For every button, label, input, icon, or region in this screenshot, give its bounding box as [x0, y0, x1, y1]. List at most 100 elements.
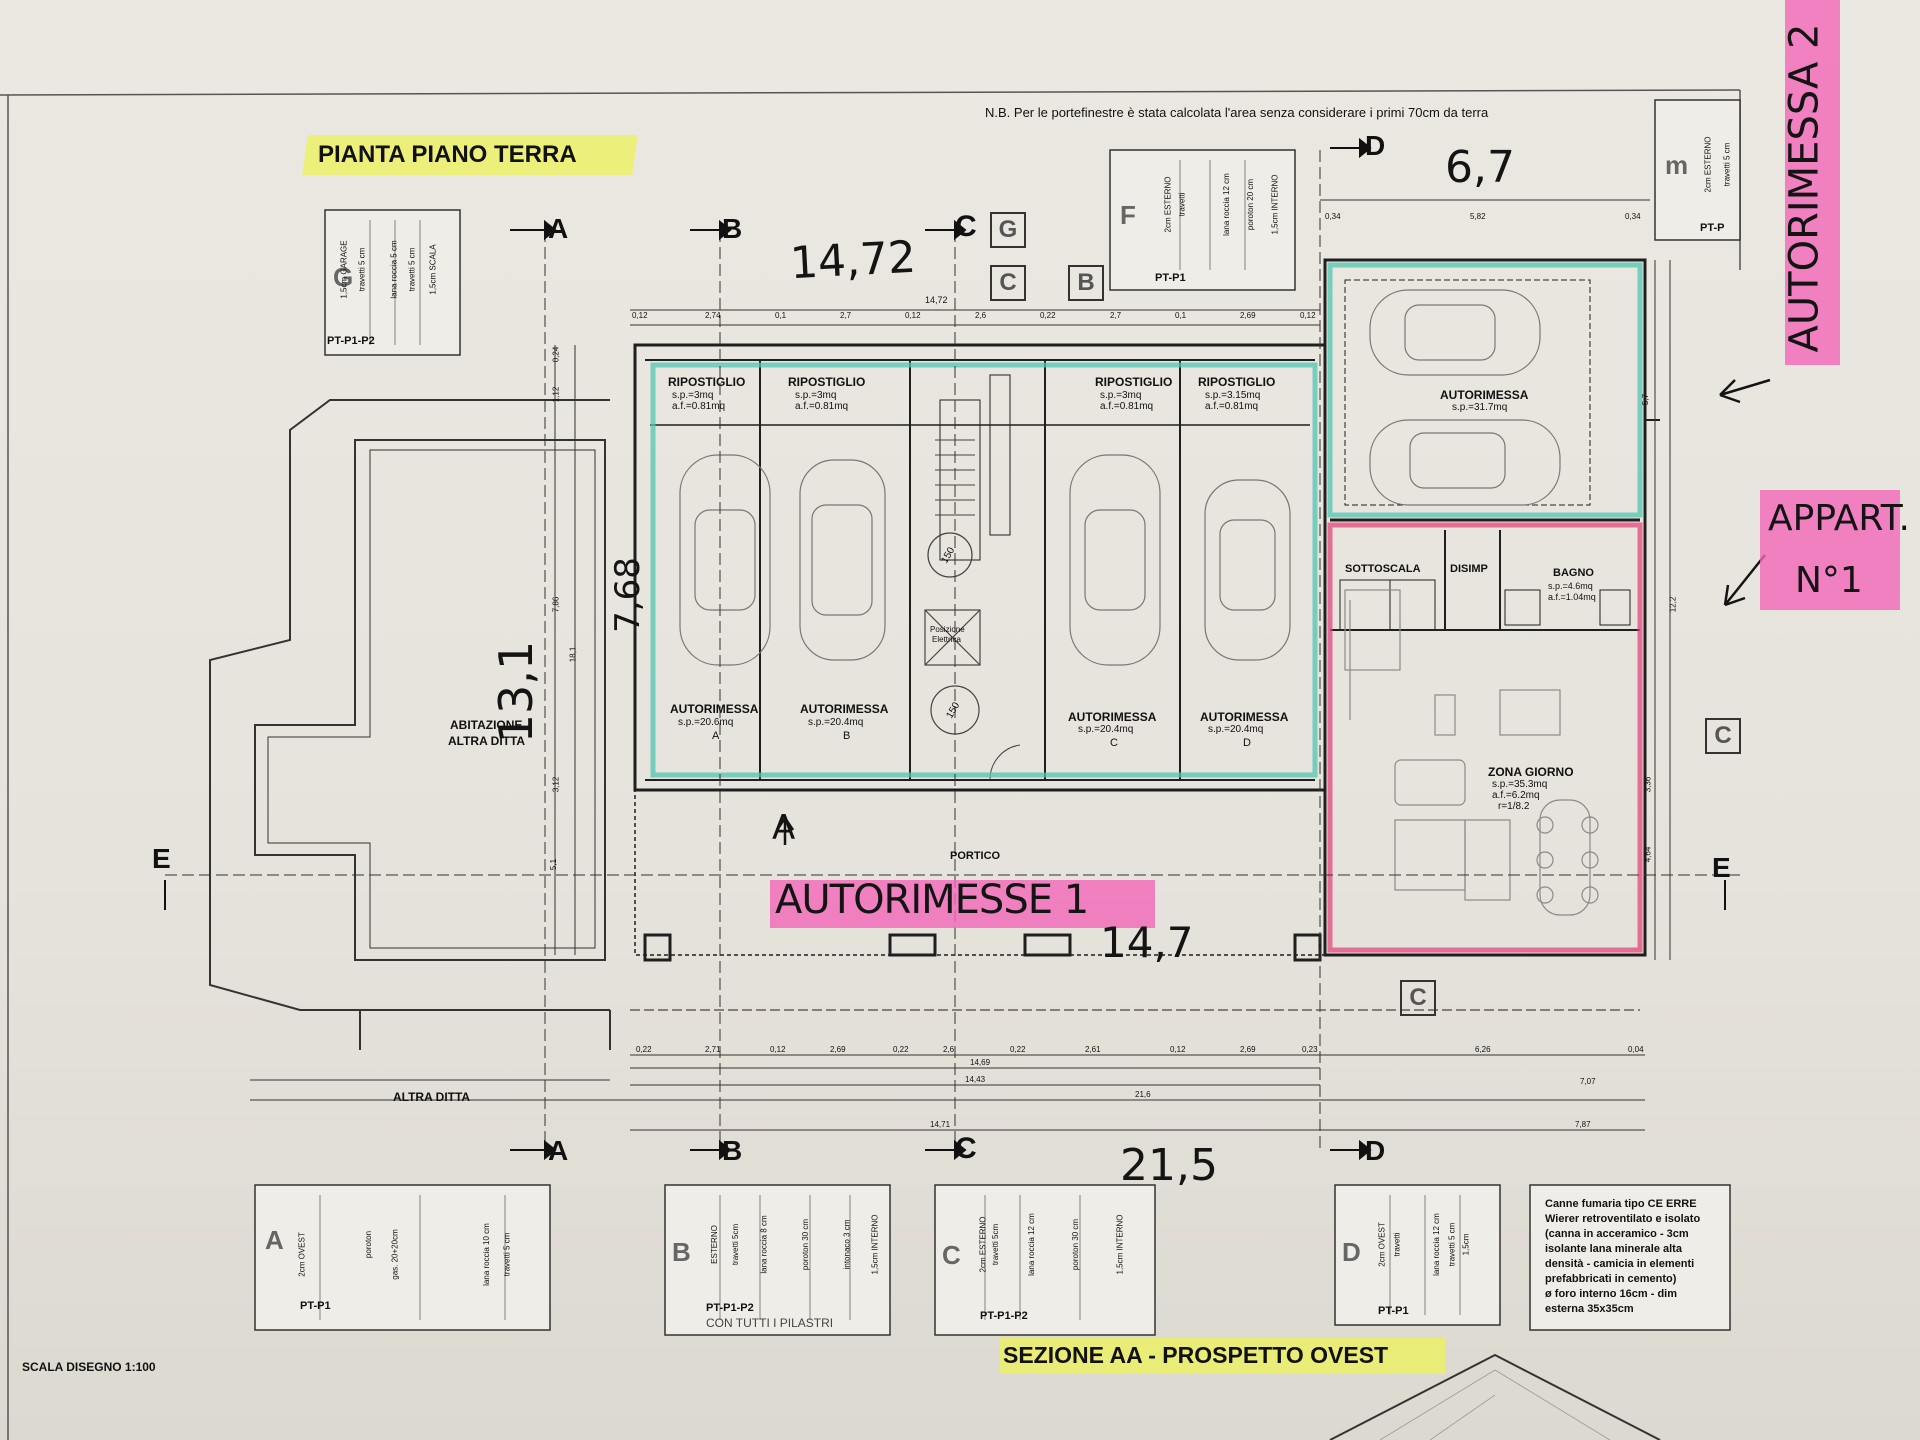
- dim-right-top-0: 0,34: [1325, 212, 1341, 221]
- pink-highlight-autorimessa-1: [770, 880, 1155, 928]
- dim-top-9: 2,69: [1240, 311, 1256, 320]
- legend-b-layer-1: travetti 5cm: [731, 1223, 741, 1266]
- autorimessa-c-letter: C: [1110, 737, 1118, 749]
- legend-d-code: PT-P1: [1378, 1305, 1409, 1317]
- neighbour-building: [209, 399, 611, 1081]
- dim-bottom-total-5: 7,87: [1575, 1120, 1591, 1129]
- stair-features: [924, 439, 1021, 781]
- legend-b-layer-2: lana roccia 8 cm: [759, 1215, 769, 1274]
- legend-m-layer-1: travetti 5 cm: [1722, 142, 1732, 187]
- autorimessa-big-area: s.p.=31.7mq: [1452, 402, 1508, 413]
- yellow-highlight-section: [1000, 1338, 1445, 1374]
- plan-title: PIANTA PIANO TERRA: [318, 141, 577, 168]
- dim-top-6: 0,22: [1040, 311, 1056, 320]
- dim-bottom-10: 0,23: [1302, 1045, 1318, 1054]
- legend-g-letter: G: [333, 262, 354, 292]
- chimney-note-line: esterna 35x35cm: [1545, 1303, 1634, 1315]
- ripostiglio-2-area: s.p.=3mq: [795, 390, 837, 401]
- section-marker-c-top: C: [955, 210, 977, 243]
- dim-bottom-total-6: 6,26: [1475, 1045, 1491, 1054]
- legend-c-layer-1: travetti 5cm: [991, 1223, 1001, 1266]
- roof-sketch: [1329, 1353, 1661, 1440]
- autorimessa-a-area: s.p.=20.6mq: [678, 717, 734, 728]
- legend-d-layer-2: lana roccia 12 cm: [1431, 1213, 1441, 1276]
- abitazione-line-1: ABITAZIONE: [450, 718, 523, 732]
- dim-top-10: 0,12: [1300, 311, 1316, 320]
- dim-right-top-1: 5,82: [1470, 212, 1486, 221]
- marker-c-right: C: [1705, 718, 1741, 754]
- dim-vert-3: 3,12: [551, 776, 561, 793]
- scale-label: SCALA DISEGNO 1:100: [22, 1360, 156, 1374]
- handwritten-appart-line-2: N°1: [1795, 560, 1863, 601]
- legend-c-letter: C: [942, 1240, 961, 1270]
- legend-a-letter: A: [265, 1225, 284, 1255]
- dim-vert-2: 18,1: [568, 646, 578, 663]
- dim-bottom-6: 0,22: [1010, 1045, 1026, 1054]
- dim-bottom-9: 2,69: [1240, 1045, 1256, 1054]
- legend-f-layer-1: travetti: [1177, 192, 1187, 217]
- legend-d-letter: D: [1342, 1237, 1361, 1267]
- dim-vert-7: 12,2: [1668, 596, 1678, 613]
- autorimessa-b-letter: B: [843, 730, 851, 742]
- roof-hatch: [1379, 1369, 1611, 1440]
- dim-bottom-5: 2,6: [943, 1045, 955, 1054]
- handwritten-letter-a: A: [772, 808, 796, 848]
- dim-bottom-total-1: 14,43: [965, 1075, 986, 1084]
- chimney-note-line: Canne fumaria tipo CE ERRE: [1545, 1198, 1697, 1210]
- legend-f-layer-2: lana roccia 12 cm: [1221, 173, 1231, 236]
- dim-top-0: 0,12: [632, 311, 648, 320]
- section-marker-a-bottom: A: [548, 1135, 569, 1166]
- ripostiglio-4: RIPOSTIGLIO: [1198, 375, 1276, 389]
- autorimessa-d-area: s.p.=20.4mq: [1208, 724, 1264, 735]
- magenta-marker-apartment: [1327, 522, 1643, 953]
- autorimessa-a-letter: A: [712, 730, 720, 742]
- handwritten-appart-line-1: APPART.: [1768, 498, 1910, 539]
- legend-f-layer-4: 1,5cm INTERNO: [1270, 174, 1280, 235]
- dim-top-1: 2,74: [705, 311, 721, 320]
- dim-bottom-8: 0,12: [1170, 1045, 1186, 1054]
- marker-c-box: C: [990, 265, 1026, 301]
- legend-g-layer-0: 1,5cm GARAGE: [339, 240, 349, 299]
- legend-c-layer-0: 2cm ESTERNO: [978, 1216, 988, 1273]
- dim-bottom-total-7: 0,04: [1628, 1045, 1644, 1054]
- legend-b-layer-5: 1,5cm INTERNO: [870, 1214, 880, 1275]
- chimney-note-line: densità - camicia in elementi: [1545, 1258, 1695, 1270]
- legend-m-letter: m: [1665, 150, 1689, 180]
- section-marker-b-bottom: B: [722, 1135, 743, 1166]
- dimension-lines: [250, 199, 1671, 1131]
- note-text: N.B. Per le portefinestre è stata calcol…: [985, 105, 1489, 120]
- legend-g-layer-3: travetti 5 cm: [407, 247, 417, 292]
- section-marker-e-right: E: [1712, 852, 1731, 883]
- legend-g-layer-2: lana roccia 5 cm: [389, 240, 399, 299]
- legend-b-code: PT-P1-P2: [706, 1302, 754, 1314]
- ripostiglio-3-af: a.f.=0.81mq: [1100, 401, 1154, 412]
- dim-bottom-0: 0,22: [636, 1045, 652, 1054]
- ripostiglio-1-af: a.f.=0.81mq: [672, 401, 726, 412]
- dim-top-total: 14,72: [925, 295, 948, 305]
- section-lines: [165, 150, 1740, 1150]
- dim-bottom-2: 0,12: [770, 1045, 786, 1054]
- dim-top-8: 0,1: [1175, 311, 1187, 320]
- ripostiglio-4-area: s.p.=3.15mq: [1205, 390, 1261, 401]
- handwritten-left-dim-2: 7,68: [607, 557, 648, 633]
- legend-b-layer-3: poroton 30 cm: [801, 1218, 811, 1271]
- legend-a-layer-1: poroton: [364, 1230, 374, 1259]
- dim-bottom-3: 2,69: [830, 1045, 846, 1054]
- dim-top-2: 0,1: [775, 311, 787, 320]
- zona-giorno-label: ZONA GIORNO: [1488, 765, 1574, 779]
- dim-top-3: 2,7: [840, 311, 852, 320]
- marker-b-box: B: [1068, 265, 1104, 301]
- legend-a-code: PT-P1: [300, 1300, 331, 1312]
- dim-top-5: 2,6: [975, 311, 987, 320]
- dim-vert-0: 1,12: [551, 386, 561, 403]
- autorimessa-big: AUTORIMESSA: [1440, 388, 1529, 402]
- section-marker-a-top: A: [548, 213, 569, 244]
- dim-right-top-2: 0,34: [1625, 212, 1641, 221]
- dim-bottom-total-0: 14,69: [970, 1058, 991, 1067]
- legend-d-layer-1: travetti: [1392, 1232, 1402, 1257]
- zona-giorno-area-3: r=1/8.2: [1498, 801, 1530, 812]
- legend-g-layer-4: 1,5cm SCALA: [428, 244, 438, 295]
- legend-a-layer-2: gas. 20+20cm: [390, 1229, 400, 1280]
- legend-c-code: PT-P1-P2: [980, 1310, 1028, 1322]
- legend-f-code: PT-P1: [1155, 272, 1186, 284]
